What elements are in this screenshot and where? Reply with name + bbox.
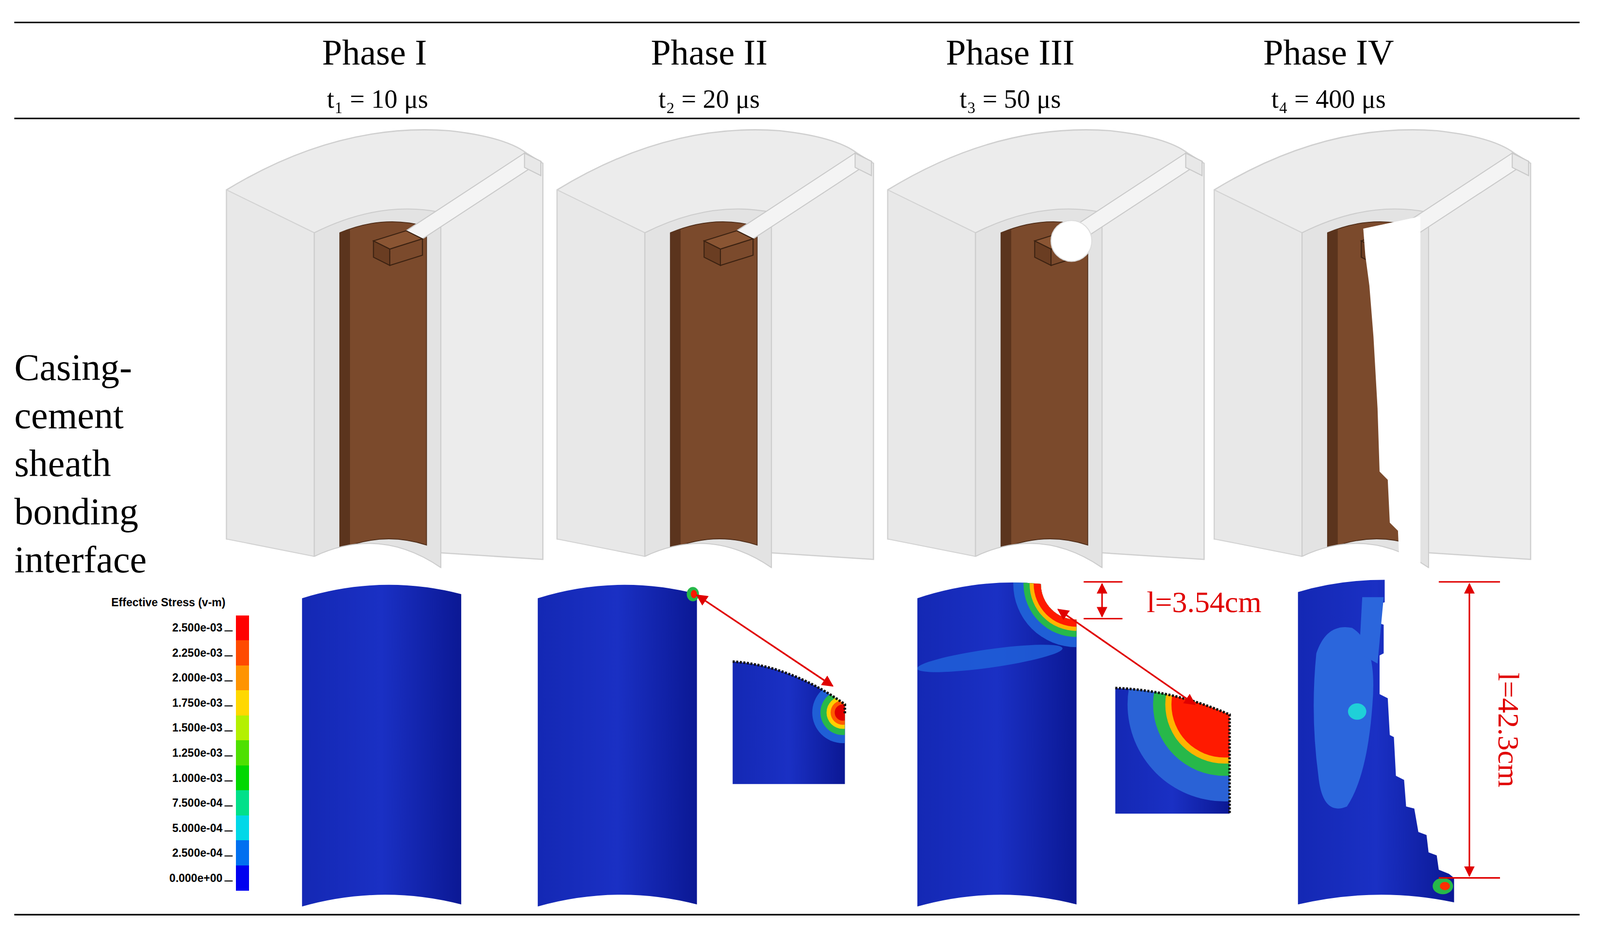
model-block: [1214, 129, 1531, 574]
stress-spot: [1348, 703, 1367, 720]
stress-spot: [1439, 882, 1450, 891]
row-heading: Casing-cement sheath bonding interface: [14, 343, 182, 584]
zoom-arrow: [1058, 609, 1196, 705]
legend-swatch: [235, 865, 250, 891]
legend-swatch: [235, 790, 250, 816]
table-rules: [14, 22, 1580, 915]
time-label: t₁ = 10 μs: [326, 83, 429, 115]
dimension-tick: [1438, 581, 1500, 583]
legend-swatch: [235, 765, 250, 791]
time-label: t₂ = 20 μs: [658, 83, 761, 115]
stress-bands: [915, 520, 1140, 679]
legend-swatch: [235, 615, 250, 641]
stress-patch: [1359, 597, 1384, 664]
inset-edge: [732, 661, 845, 715]
dimension-label: l=3.54cm: [1146, 584, 1262, 620]
legend-value: 2.250e-03: [172, 646, 223, 660]
casing-removed: [1363, 216, 1421, 577]
dimension-tick: [1083, 617, 1123, 620]
phase-heading: Phase II: [650, 32, 768, 74]
dimension-lines: [1083, 582, 1500, 879]
legend-swatch: [235, 715, 250, 741]
legend-title: Effective Stress (v-m): [111, 596, 226, 609]
phase-heading: Phase III: [945, 32, 1075, 74]
legend-swatch: [235, 665, 250, 691]
legend-swatch: [235, 840, 250, 866]
rule: [14, 21, 1580, 24]
legend-value: 2.000e-03: [172, 671, 223, 684]
rule: [14, 914, 1580, 916]
phase-heading: Phase IV: [1263, 32, 1394, 74]
legend-value: 1.500e-03: [172, 721, 223, 734]
legend-swatch: [235, 640, 250, 666]
stress-spot: [686, 586, 700, 601]
legend-value: 7.500e-04: [172, 796, 223, 810]
legend-value: 1.000e-03: [172, 771, 223, 784]
contour-sheet: [1298, 580, 1455, 905]
model-block: [887, 129, 1205, 574]
dimension-tick: [1438, 877, 1500, 879]
legend-swatch: [235, 815, 250, 841]
time-label: t₃ = 50 μs: [959, 83, 1062, 115]
stress-spot: [1432, 878, 1453, 895]
zoom-insets: [697, 595, 1322, 814]
model-block: [226, 129, 544, 574]
legend-swatch: [235, 690, 250, 716]
legend-value: 1.250e-03: [172, 746, 223, 760]
rule: [14, 117, 1580, 119]
stress-spot: [690, 590, 698, 599]
legend-value: 1.750e-03: [172, 696, 223, 710]
zoom-arrow: [697, 595, 834, 686]
casing-notch: [1050, 220, 1092, 262]
inset-edge: [1115, 687, 1230, 814]
contour-sheet: [537, 584, 698, 907]
legend-value: 2.500e-04: [172, 846, 223, 860]
legend-ticks: [224, 631, 233, 882]
model-views: [226, 129, 1531, 577]
time-label: t₄ = 400 μs: [1271, 83, 1386, 115]
dimension-arrow: [1101, 583, 1103, 617]
dimension-arrow: [1468, 583, 1470, 876]
dimension-tick: [1083, 581, 1123, 583]
phase-heading: Phase I: [322, 32, 428, 74]
model-block: [557, 129, 874, 574]
legend-value: 5.000e-04: [172, 821, 223, 834]
legend-value: 2.500e-03: [172, 621, 223, 634]
legend-swatch: [235, 740, 250, 766]
contour-sheet: [301, 584, 462, 907]
dimension-label: l=42.3cm: [1490, 672, 1526, 787]
legend-value: 0.000e+00: [169, 871, 223, 884]
stress-contours: [301, 520, 1454, 907]
